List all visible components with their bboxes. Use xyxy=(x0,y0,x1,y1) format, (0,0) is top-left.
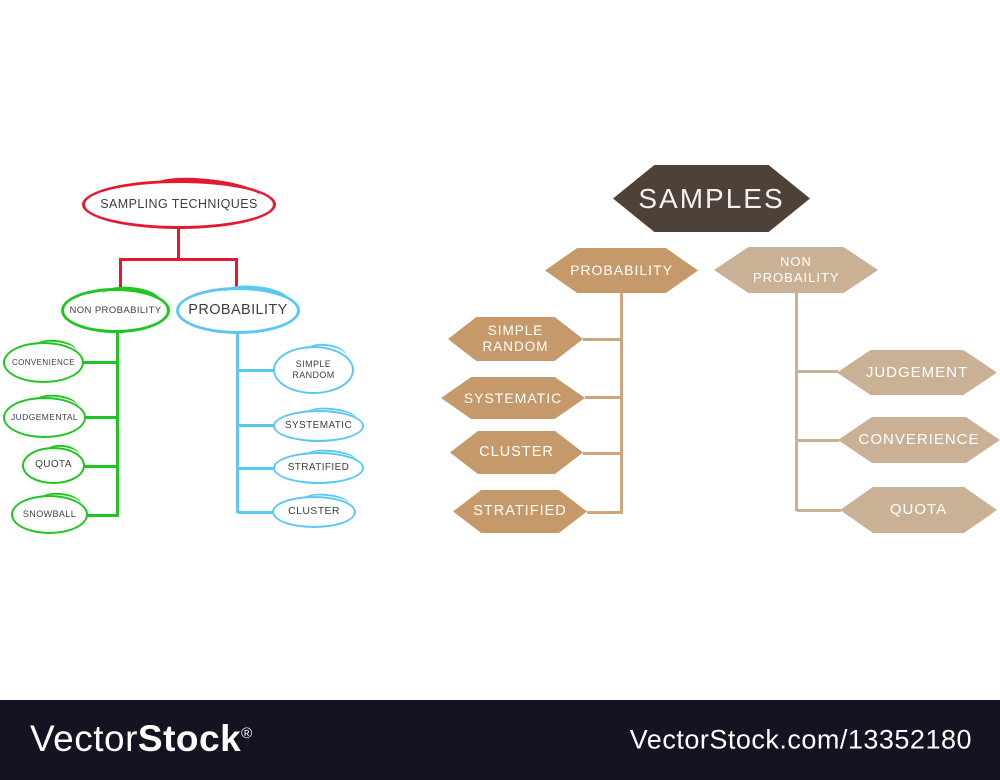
node-label: QUOTA xyxy=(35,459,72,471)
node-systematic: SYSTEMATIC xyxy=(273,410,364,442)
connector-tick-stratified xyxy=(238,467,274,470)
node-quota: QUOTA xyxy=(22,447,85,484)
connector-tick-judgemental xyxy=(85,416,118,419)
connector-tick-simple-random-hex xyxy=(583,338,623,341)
node-non-probaility-hex: NON PROBAILITY xyxy=(714,247,878,293)
registered-trademark-icon: ® xyxy=(241,724,253,742)
connector-tick-quota xyxy=(84,465,118,468)
connector-blue-spine xyxy=(236,333,239,513)
node-label: JUDGEMENT xyxy=(865,363,969,381)
node-stratified: STRATIFIED xyxy=(273,452,364,484)
connector-tick-simple-random xyxy=(238,369,274,372)
node-label: SYSTEMATIC xyxy=(284,419,353,431)
logo-text-light: Vector xyxy=(30,718,138,760)
connector-green-spine xyxy=(116,332,119,517)
watermark-bar: VectorStock® VectorStock.com/13352180 xyxy=(0,700,1000,780)
node-label: JUDGEMENTAL xyxy=(10,412,79,423)
node-simple-random-hex: SIMPLE RANDOM xyxy=(448,317,583,361)
node-convenience: CONVENIENCE xyxy=(3,342,84,383)
connector-tick-quota-hex xyxy=(797,509,841,512)
node-label: CLUSTER xyxy=(288,505,340,518)
node-samples: SAMPLES xyxy=(613,165,810,232)
connector-root-stem xyxy=(177,228,180,259)
watermark-url: VectorStock.com/13352180 xyxy=(629,724,972,755)
node-label: SNOWBALL xyxy=(22,508,77,519)
connector-root-crossbar xyxy=(119,258,238,261)
node-converience-hex: CONVERIENCE xyxy=(838,417,1000,463)
node-probability: PROBABILITY xyxy=(176,287,300,334)
logo-text-bold: Stock xyxy=(137,718,242,760)
connector-tick-systematic xyxy=(238,424,274,427)
connector-tick-convenience xyxy=(82,361,118,364)
node-probability-hex: PROBABILITY xyxy=(545,248,698,293)
connector-tick-systematic-hex xyxy=(585,396,623,399)
node-label: CLUSTER xyxy=(479,443,554,460)
node-simple-random: SIMPLE RANDOM xyxy=(273,346,354,394)
node-label: QUOTA xyxy=(889,501,948,518)
connector-tick-stratified-hex xyxy=(587,511,623,514)
connector-drop-nonprobability xyxy=(119,258,122,289)
connector-tick-cluster-hex xyxy=(583,452,623,455)
node-label: SAMPLES xyxy=(638,182,785,214)
node-label: STRATIFIED xyxy=(473,502,567,519)
vectorstock-logo: VectorStock® xyxy=(30,718,253,760)
node-judgemental: JUDGEMENTAL xyxy=(3,397,86,438)
node-non-probability: NON PROBABILITY xyxy=(61,288,170,333)
node-label: SYSTEMATIC xyxy=(463,389,563,406)
node-label: PROBABILITY xyxy=(570,262,673,279)
node-cluster: CLUSTER xyxy=(272,496,356,528)
connector-light-spine xyxy=(795,293,798,511)
connector-drop-probability xyxy=(235,258,238,288)
connector-tick-cluster xyxy=(238,511,273,514)
node-label: CONVERIENCE xyxy=(858,431,980,448)
node-label: SAMPLING TECHNIQUES xyxy=(100,196,258,211)
node-label: SIMPLE RANDOM xyxy=(482,322,549,354)
node-label: STRATIFIED xyxy=(287,461,350,473)
node-systematic-hex: SYSTEMATIC xyxy=(441,377,585,419)
node-label: NON PROBABILITY xyxy=(69,304,162,316)
node-label: SIMPLE RANDOM xyxy=(292,358,335,380)
node-label: CONVENIENCE xyxy=(11,357,76,367)
connector-tan-spine xyxy=(620,292,623,514)
connector-tick-judgement-hex xyxy=(797,370,838,373)
node-label: PROBABILITY xyxy=(188,302,288,319)
node-judgement-hex: JUDGEMENT xyxy=(837,350,997,395)
node-cluster-hex: CLUSTER xyxy=(450,431,583,474)
connector-tick-snowball xyxy=(86,514,118,517)
node-quota-hex: QUOTA xyxy=(840,487,997,533)
node-stratified-hex: STRATIFIED xyxy=(453,490,587,533)
connector-tick-converience-hex xyxy=(797,439,839,442)
node-sampling-techniques: SAMPLING TECHNIQUES xyxy=(82,180,276,229)
node-label: NON PROBAILITY xyxy=(753,254,840,285)
node-snowball: SNOWBALL xyxy=(11,495,88,534)
